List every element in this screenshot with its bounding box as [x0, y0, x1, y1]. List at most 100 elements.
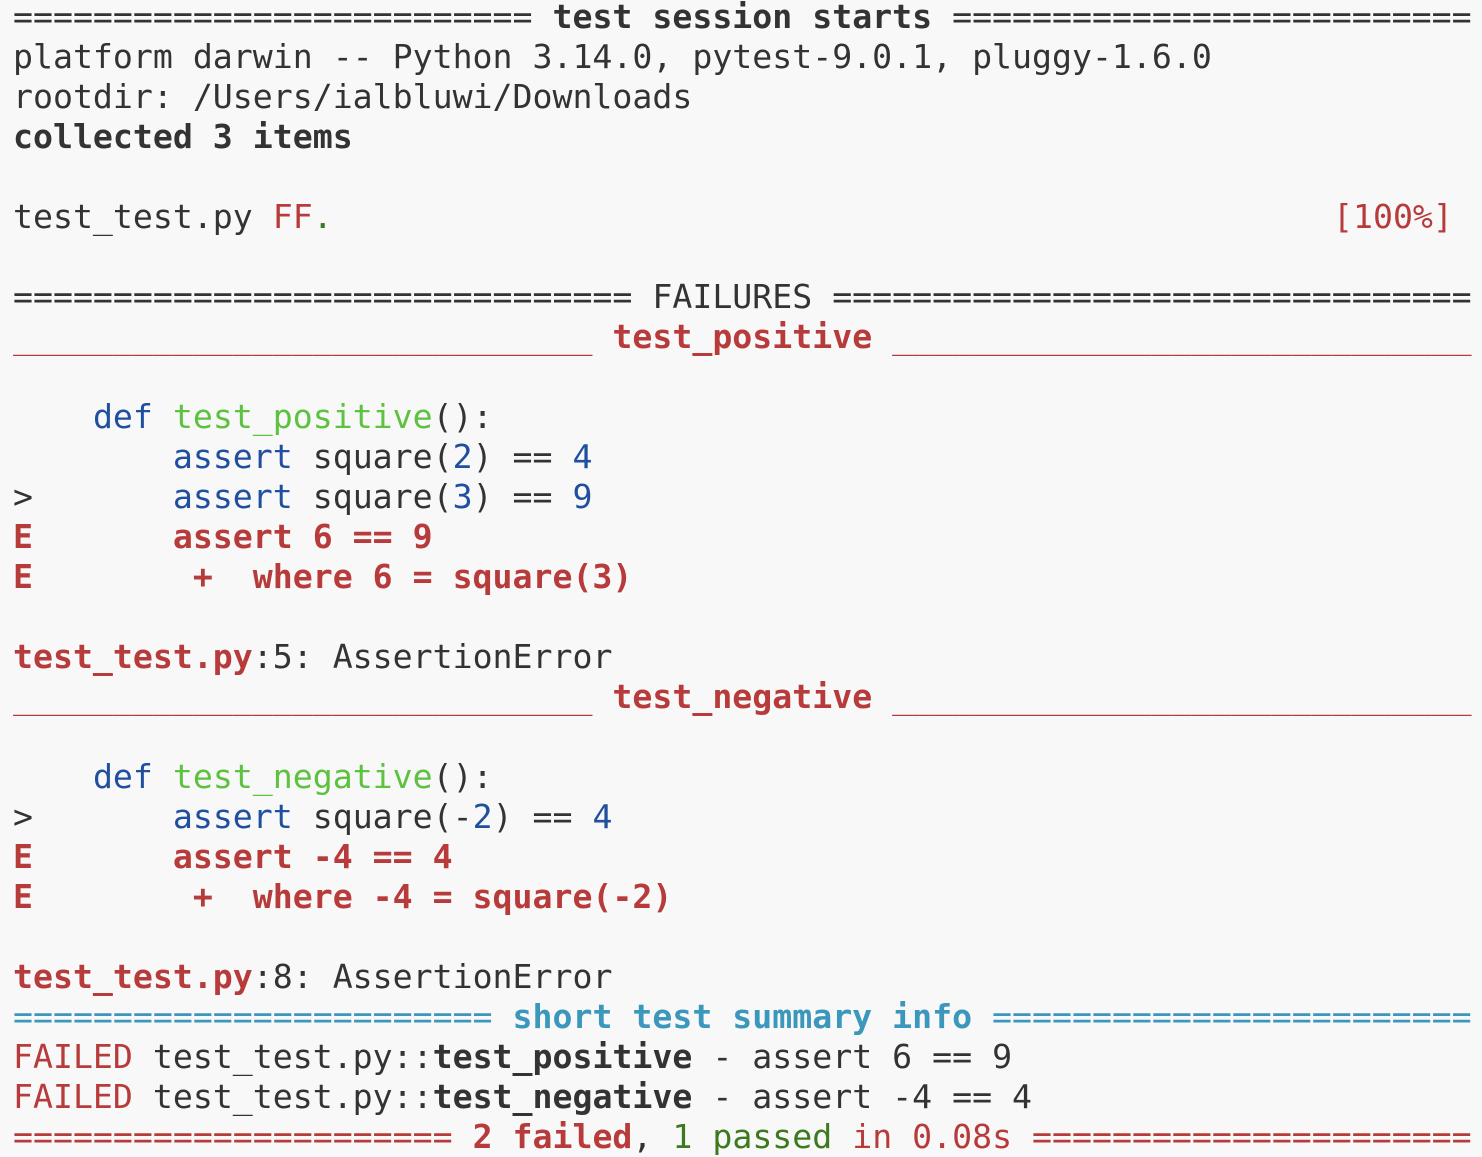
text-segment: 1 passed: [672, 1117, 833, 1156]
text-segment: ():: [432, 757, 493, 796]
code-line: assert square(2) == 4: [13, 437, 1472, 477]
blank: [13, 917, 1472, 957]
text-segment: square(: [292, 477, 453, 516]
code-line: def test_positive():: [13, 397, 1472, 437]
error-line: E assert 6 == 9: [13, 517, 1472, 557]
text-segment: ======================: [1012, 1117, 1472, 1156]
blank: [13, 357, 1472, 397]
summary-failed-item: FAILED test_test.py::test_positive - ass…: [13, 1037, 1472, 1077]
text-segment: =============================== FAILURES…: [13, 277, 1472, 316]
text-segment: ():: [432, 397, 493, 436]
text-segment: [13, 757, 93, 796]
text-segment: >: [13, 797, 173, 836]
text-segment: assert: [172, 437, 293, 476]
failure-header-test-negative: _____________________________ test_negat…: [13, 677, 1472, 717]
blank: [13, 717, 1472, 757]
text-segment: [153, 757, 173, 796]
text-segment: ) ==: [492, 797, 593, 836]
text-segment: ) ==: [472, 437, 573, 476]
text-segment: ======================: [13, 1117, 473, 1156]
short-summary-header: ======================== short test summ…: [13, 997, 1472, 1037]
error-location: test_test.py:5: AssertionError: [13, 637, 1472, 677]
text-segment: ) ==: [472, 477, 573, 516]
failures-header: =============================== FAILURES…: [13, 277, 1472, 317]
text-segment: [13, 437, 173, 476]
text-segment: [13, 397, 93, 436]
text-segment: 4: [572, 437, 593, 476]
error-line: E + where -4 = square(-2): [13, 877, 1472, 917]
text-segment: ========================: [972, 997, 1472, 1036]
progress-percent: [100%]: [1333, 197, 1453, 236]
text-segment: in 0.08s: [832, 1117, 1013, 1156]
text-segment: ,: [632, 1117, 673, 1156]
failure-header-test-positive: _____________________________ test_posit…: [13, 317, 1472, 357]
session-start-header: ========================== test session …: [13, 0, 1472, 37]
text-segment: test_positive: [172, 397, 433, 436]
text-segment: ========================: [13, 997, 513, 1036]
code-line-failing: > assert square(3) == 9: [13, 477, 1472, 517]
progress-line: test_test.py FF. [100%]: [13, 197, 1472, 237]
text-segment: assert: [172, 477, 293, 516]
code-line-failing: > assert square(-2) == 4: [13, 797, 1472, 837]
blank: [13, 237, 1472, 277]
text-segment: test_positive: [612, 317, 873, 356]
text-segment: assert: [172, 797, 293, 836]
text-segment: test_negative: [612, 677, 873, 716]
text-segment: FF: [272, 197, 313, 236]
text-segment: 2: [452, 437, 473, 476]
text-segment: test_positive: [432, 1037, 693, 1076]
summary-failed-item: FAILED test_test.py::test_negative - ass…: [13, 1077, 1472, 1117]
text-segment: - assert 6 == 9: [692, 1037, 1013, 1076]
text-segment: square(: [292, 437, 453, 476]
text-segment: >: [13, 477, 173, 516]
text-segment: test_negative: [172, 757, 433, 796]
text-segment: .: [312, 197, 333, 236]
text-segment: E assert -4 == 4: [13, 837, 453, 876]
text-segment: _____________________________: [13, 677, 613, 716]
text-segment: _____________________________: [872, 677, 1472, 716]
blank: [13, 157, 1472, 197]
rootdir: rootdir: /Users/ialbluwi/Downloads: [13, 77, 1472, 117]
text-segment: FAILED: [13, 1077, 133, 1116]
text-segment: ==========================: [932, 0, 1472, 36]
text-segment: def: [92, 397, 153, 436]
text-segment: E + where -4 = square(-2): [13, 877, 673, 916]
text-segment: [153, 397, 173, 436]
text-segment: test_negative: [432, 1077, 693, 1116]
text-segment: :8: AssertionError: [252, 957, 613, 996]
text-segment: platform darwin -- Python 3.14.0, pytest…: [13, 37, 1212, 76]
text-segment: _____________________________: [13, 317, 613, 356]
collected-count: collected 3 items: [13, 117, 1472, 157]
text-segment: def: [92, 757, 153, 796]
text-segment: 3: [452, 477, 473, 516]
text-segment: test_test.py::: [132, 1077, 433, 1116]
text-segment: rootdir: /Users/ialbluwi/Downloads: [13, 77, 693, 116]
text-segment: test_test.py::: [132, 1037, 433, 1076]
text-segment: _____________________________: [872, 317, 1472, 356]
text-segment: short test summary info: [512, 997, 973, 1036]
text-segment: 2: [472, 797, 493, 836]
error-location: test_test.py:8: AssertionError: [13, 957, 1472, 997]
text-segment: ==========================: [13, 0, 553, 36]
text-segment: test session starts: [552, 0, 933, 36]
error-line: E + where 6 = square(3): [13, 557, 1472, 597]
text-segment: 9: [572, 477, 593, 516]
text-segment: test_test.py: [13, 957, 253, 996]
blank: [13, 597, 1472, 637]
error-line: E assert -4 == 4: [13, 837, 1472, 877]
text-segment: - assert -4 == 4: [692, 1077, 1033, 1116]
final-result-line: ====================== 2 failed, 1 passe…: [13, 1117, 1472, 1157]
text-segment: E assert 6 == 9: [13, 517, 433, 556]
text-segment: collected 3 items: [13, 117, 353, 156]
text-segment: 4: [592, 797, 613, 836]
code-line: def test_negative():: [13, 757, 1472, 797]
text-segment: :5: AssertionError: [252, 637, 613, 676]
text-segment: E + where 6 = square(3): [13, 557, 633, 596]
text-segment: FAILED: [13, 1037, 133, 1076]
text-segment: test_test.py: [13, 637, 253, 676]
text-segment: 2 failed: [472, 1117, 633, 1156]
text-segment: test_test.py: [13, 197, 273, 236]
text-segment: square(-: [292, 797, 473, 836]
platform-info: platform darwin -- Python 3.14.0, pytest…: [13, 37, 1472, 77]
terminal-output: ========================== test session …: [13, 0, 1472, 1157]
